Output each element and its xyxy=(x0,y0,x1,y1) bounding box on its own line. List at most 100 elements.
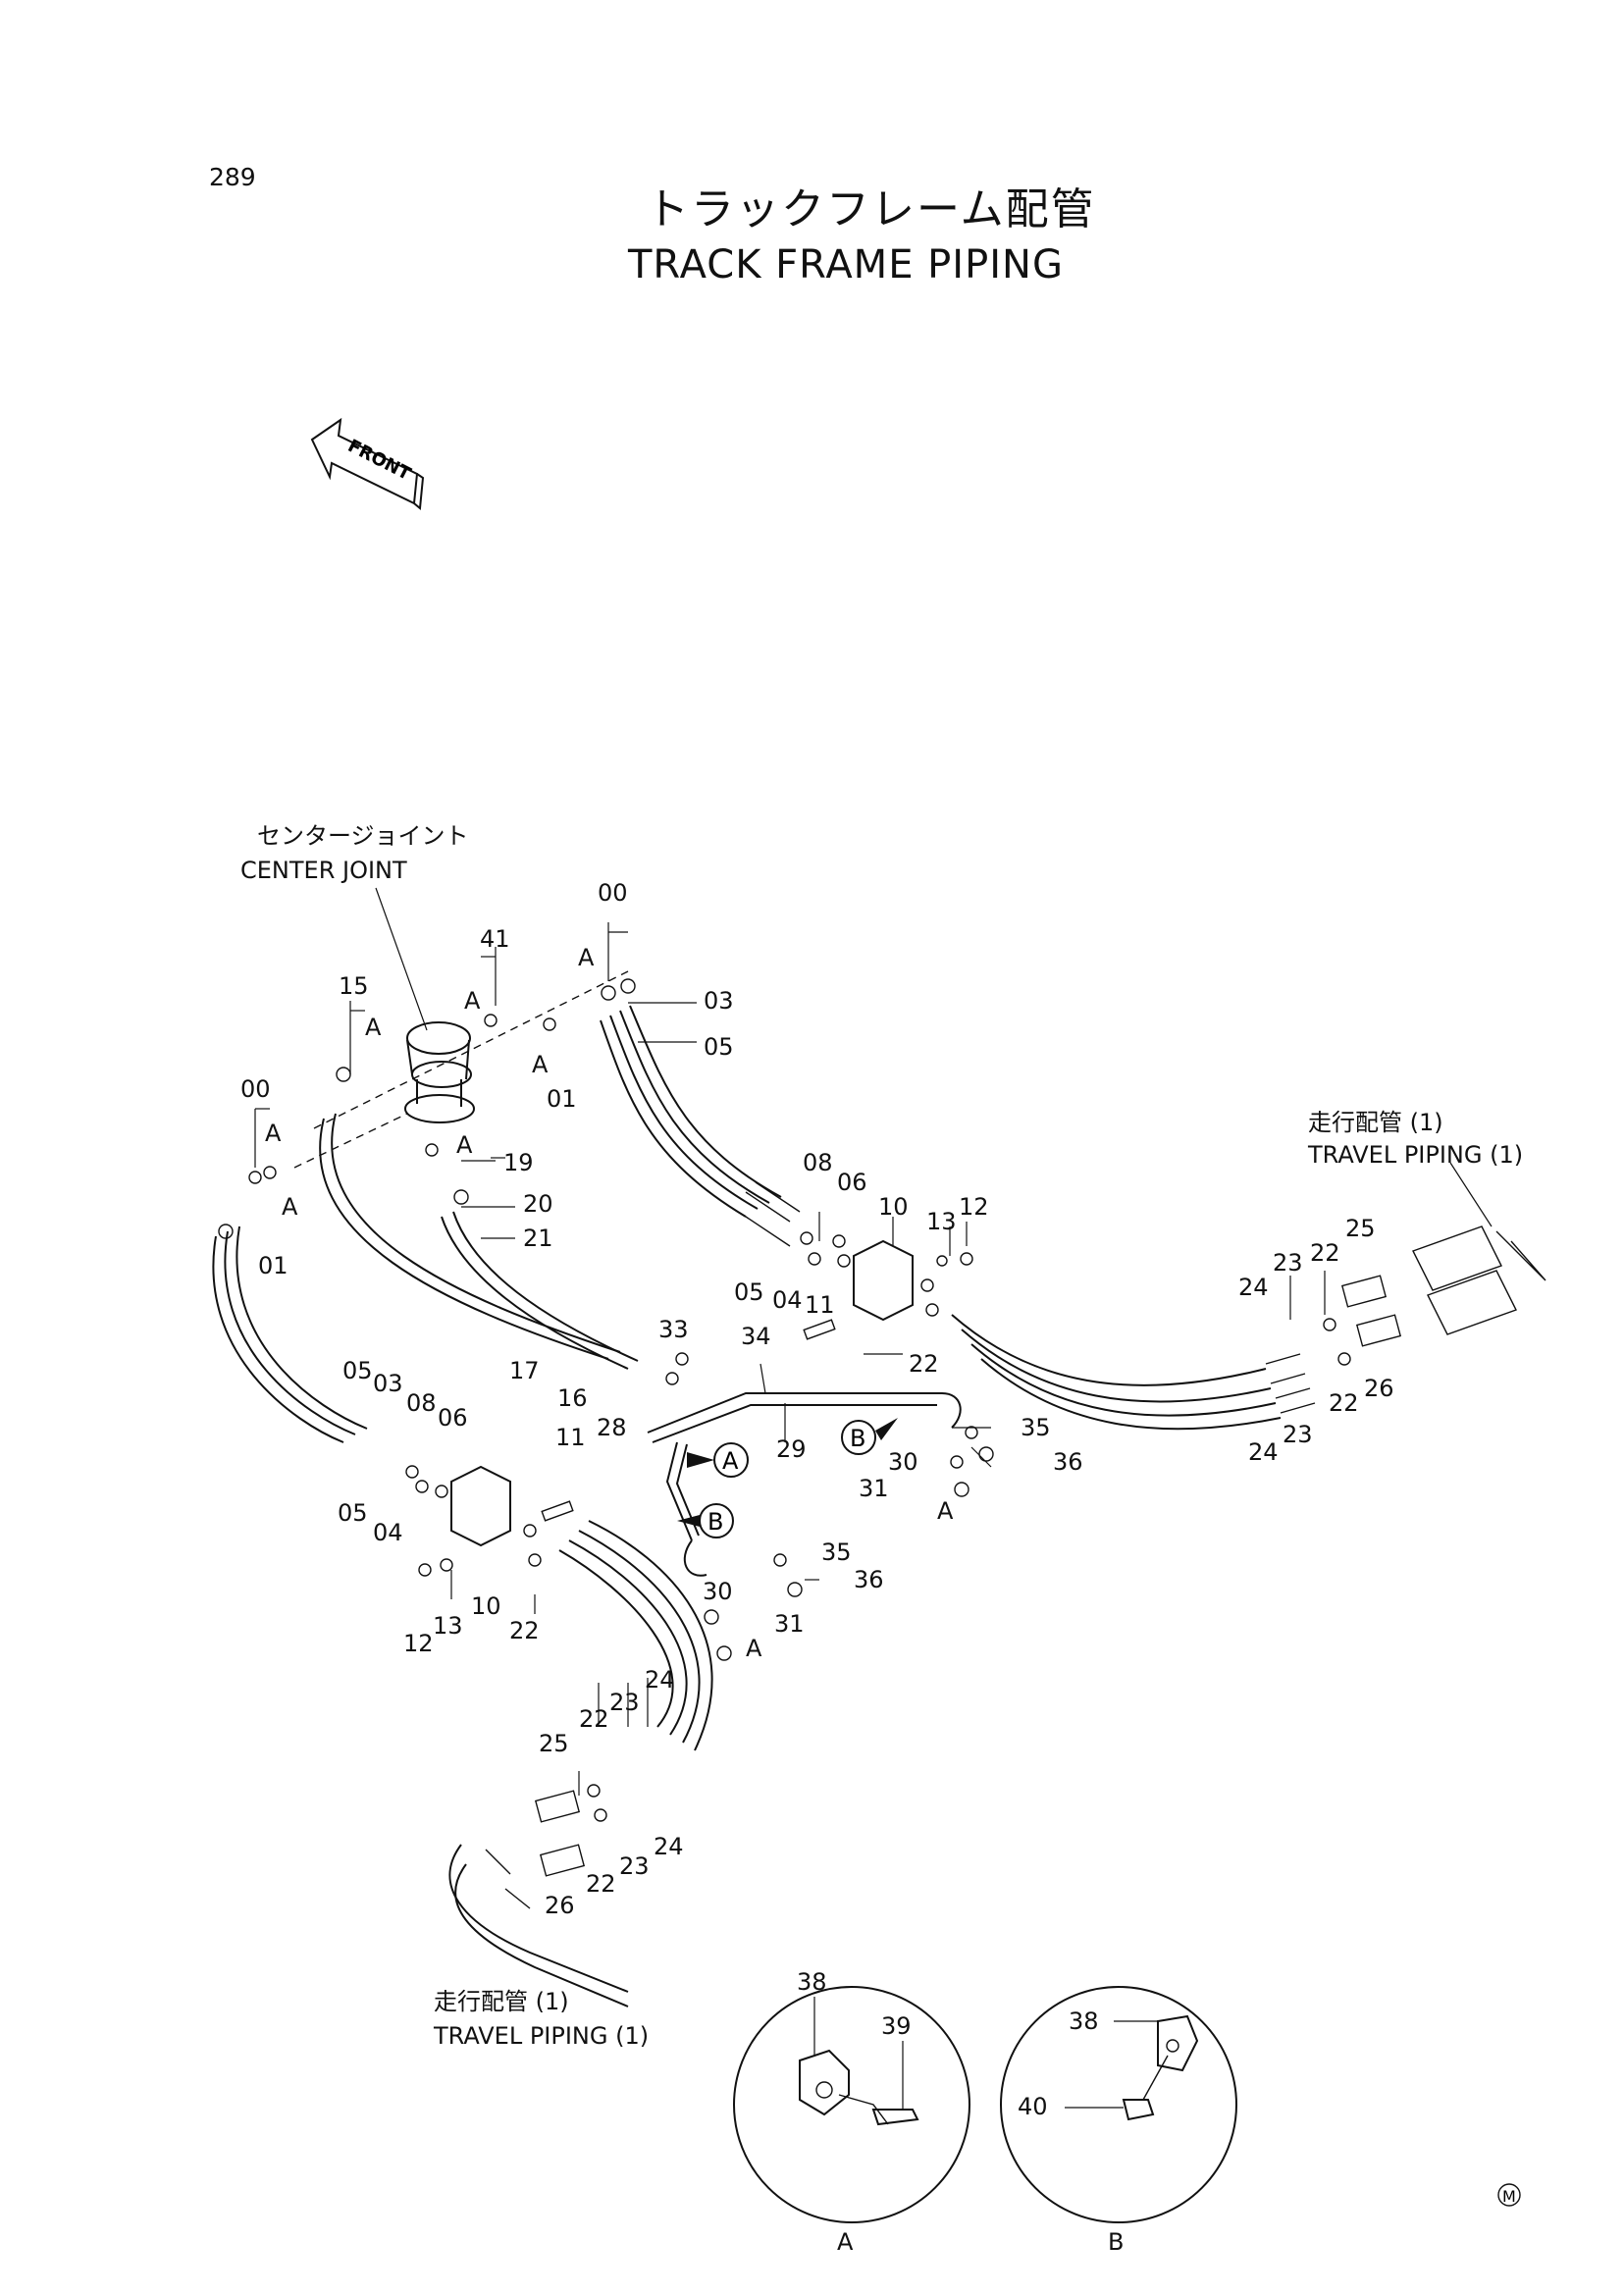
detail-b-label: B xyxy=(1108,2228,1125,2256)
part-number-00: 00 xyxy=(240,1075,271,1103)
detail-a-circle xyxy=(733,1986,970,2223)
marker-a-icon: A xyxy=(687,1442,749,1478)
part-number-35: 35 xyxy=(1021,1414,1051,1441)
part-number-31: 31 xyxy=(774,1610,805,1638)
part-number-10: 10 xyxy=(471,1592,501,1620)
part-number-22: 22 xyxy=(586,1870,616,1898)
ref-letter-a: A xyxy=(578,944,595,971)
part-number-06: 06 xyxy=(438,1404,468,1432)
part-number-08: 08 xyxy=(406,1389,437,1417)
part-number-24: 24 xyxy=(1238,1274,1269,1301)
tube-assembly xyxy=(647,1392,962,1577)
part-number-12: 12 xyxy=(403,1630,434,1657)
marker-a-label: A xyxy=(722,1447,739,1475)
part-number-25: 25 xyxy=(1345,1215,1376,1242)
part-number-15: 15 xyxy=(339,972,369,1000)
part-number-12: 12 xyxy=(959,1193,989,1221)
part-number-41: 41 xyxy=(480,925,510,953)
part-number-05: 05 xyxy=(338,1499,368,1527)
ref-letter-a: A xyxy=(746,1635,762,1662)
center-joint-label-jp: センタージョイント xyxy=(257,822,469,850)
part-number-05: 05 xyxy=(734,1278,764,1306)
part-number-28: 28 xyxy=(597,1414,627,1441)
part-number-22: 22 xyxy=(1329,1389,1359,1417)
part-number-38: 38 xyxy=(797,1968,827,1996)
detail-a-label: A xyxy=(837,2228,854,2256)
part-number-22: 22 xyxy=(909,1350,939,1378)
travel-piping-right-label-jp: 走行配管 (1) xyxy=(1308,1109,1443,1136)
ref-letter-a: A xyxy=(464,987,481,1015)
ref-letter-a: A xyxy=(937,1497,954,1525)
center-joint-drawing xyxy=(293,887,629,1169)
part-number-29: 29 xyxy=(776,1435,807,1463)
part-number-01: 01 xyxy=(547,1085,577,1113)
part-number-22: 22 xyxy=(1310,1239,1340,1267)
part-number-04: 04 xyxy=(772,1286,803,1314)
front-arrow-icon: FRONT xyxy=(310,417,425,510)
part-number-31: 31 xyxy=(859,1475,889,1502)
part-number-39: 39 xyxy=(881,2012,912,2040)
part-number-26: 26 xyxy=(545,1892,575,1919)
page-title-japanese: トラックフレーム配管 xyxy=(646,184,1096,235)
part-number-30: 30 xyxy=(888,1448,918,1476)
ref-letter-a: A xyxy=(456,1131,473,1159)
part-number-05: 05 xyxy=(704,1033,734,1061)
part-number-16: 16 xyxy=(557,1384,588,1412)
part-number-06: 06 xyxy=(837,1169,867,1196)
detail-b-circle xyxy=(1000,1986,1237,2223)
part-number-05: 05 xyxy=(342,1357,373,1384)
part-number-17: 17 xyxy=(509,1357,540,1384)
clamp-bracket-icon xyxy=(450,1239,914,1547)
lower-hoses xyxy=(448,1520,713,2007)
page-title-english: TRACK FRAME PIPING xyxy=(628,242,1064,287)
part-number-23: 23 xyxy=(1273,1249,1303,1277)
maker-mark-icon: M xyxy=(1497,2183,1521,2207)
part-number-24: 24 xyxy=(654,1833,684,1860)
travel-piping-bottom-label-en: TRAVEL PIPING (1) xyxy=(434,2022,650,2050)
part-number-25: 25 xyxy=(539,1730,569,1757)
part-number-11: 11 xyxy=(805,1291,835,1319)
travel-piping-right-label-en: TRAVEL PIPING (1) xyxy=(1308,1141,1524,1169)
part-number-24: 24 xyxy=(1248,1438,1279,1466)
part-number-21: 21 xyxy=(523,1225,553,1252)
part-number-36: 36 xyxy=(1053,1448,1083,1476)
upper-right-hoses xyxy=(600,1005,801,1247)
marker-b-icon: B xyxy=(677,1503,734,1538)
ref-letter-a: A xyxy=(365,1014,382,1041)
ref-letter-a: A xyxy=(532,1051,549,1078)
part-number-19: 19 xyxy=(503,1149,534,1176)
part-number-36: 36 xyxy=(854,1566,884,1593)
right-travel-piping-stub xyxy=(1412,1162,1546,1335)
center-joint-label-en: CENTER JOINT xyxy=(240,857,407,884)
part-number-20: 20 xyxy=(523,1190,553,1218)
marker-b-label: B xyxy=(850,1425,865,1452)
part-number-23: 23 xyxy=(619,1852,650,1880)
page-number: 289 xyxy=(209,163,256,191)
left-hoses xyxy=(212,1113,639,1443)
part-number-10: 10 xyxy=(878,1193,909,1221)
part-number-22: 22 xyxy=(509,1617,540,1644)
right-long-hoses xyxy=(951,1314,1316,1431)
part-number-30: 30 xyxy=(703,1578,733,1605)
part-number-26: 26 xyxy=(1364,1375,1394,1402)
ref-letter-a: A xyxy=(265,1120,282,1147)
ref-letter-a: A xyxy=(282,1193,298,1221)
travel-piping-bottom-label-jp: 走行配管 (1) xyxy=(434,1988,569,2015)
part-number-11: 11 xyxy=(555,1424,586,1451)
part-number-13: 13 xyxy=(433,1612,463,1640)
part-number-35: 35 xyxy=(821,1538,852,1566)
part-number-08: 08 xyxy=(803,1149,833,1176)
part-number-33: 33 xyxy=(658,1316,689,1343)
part-number-34: 34 xyxy=(741,1323,771,1350)
marker-b-icon: B xyxy=(841,1418,898,1455)
fittings xyxy=(218,978,1402,1877)
maker-mark-label: M xyxy=(1502,2187,1516,2206)
part-number-24: 24 xyxy=(645,1666,675,1694)
part-number-23: 23 xyxy=(1283,1421,1313,1448)
part-number-01: 01 xyxy=(258,1252,288,1279)
marker-b-label: B xyxy=(707,1508,723,1536)
part-number-03: 03 xyxy=(704,987,734,1015)
part-number-38: 38 xyxy=(1069,2007,1099,2035)
part-number-23: 23 xyxy=(609,1689,640,1716)
